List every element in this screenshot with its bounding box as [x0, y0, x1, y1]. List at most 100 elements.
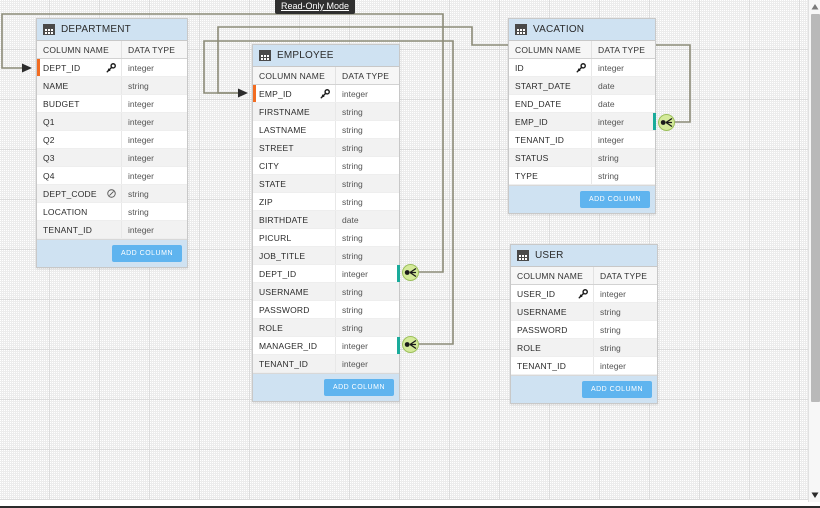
data-type-cell[interactable]: integer — [335, 265, 399, 282]
data-type-cell[interactable]: integer — [121, 149, 187, 166]
column-name-cell[interactable]: Q3 — [37, 149, 121, 166]
column-name-cell[interactable]: USER_ID — [511, 285, 593, 302]
column-name-cell[interactable]: END_DATE — [509, 95, 591, 112]
column-name-cell[interactable]: TENANT_ID — [511, 357, 593, 374]
data-type-cell[interactable]: string — [593, 339, 657, 356]
data-type-cell[interactable]: integer — [121, 59, 187, 76]
data-type-cell[interactable]: integer — [591, 131, 655, 148]
column-name-cell[interactable]: ROLE — [511, 339, 593, 356]
relation-endpoint-employee-dept-id[interactable] — [402, 264, 419, 281]
column-name-cell[interactable]: JOB_TITLE — [253, 247, 335, 264]
data-type-cell[interactable]: integer — [121, 113, 187, 130]
data-type-cell[interactable]: integer — [121, 95, 187, 112]
data-type-cell[interactable]: integer — [591, 113, 655, 130]
data-type-cell[interactable]: integer — [591, 59, 655, 76]
vertical-scrollbar-thumb[interactable] — [811, 14, 820, 402]
scroll-up-icon[interactable] — [811, 3, 819, 11]
data-type-cell[interactable]: date — [591, 77, 655, 94]
column-name-cell[interactable]: LASTNAME — [253, 121, 335, 138]
add-column-button[interactable]: ADD COLUMN — [111, 245, 182, 262]
data-type-cell[interactable]: string — [335, 175, 399, 192]
column-name-cell[interactable]: FIRSTNAME — [253, 103, 335, 120]
scroll-down-icon[interactable] — [811, 491, 819, 499]
column-name-cell[interactable]: USERNAME — [511, 303, 593, 320]
table-header-user[interactable]: USER — [511, 245, 657, 267]
data-type-cell[interactable]: string — [335, 121, 399, 138]
data-type-cell[interactable]: date — [335, 211, 399, 228]
table-header-employee[interactable]: EMPLOYEE — [253, 45, 399, 67]
table-header-department[interactable]: DEPARTMENT — [37, 19, 187, 41]
column-name-cell[interactable]: BUDGET — [37, 95, 121, 112]
data-type-cell[interactable]: string — [335, 319, 399, 336]
data-type-cell[interactable]: string — [335, 139, 399, 156]
data-type-cell[interactable]: string — [593, 321, 657, 338]
data-type-cell[interactable]: integer — [121, 167, 187, 184]
column-name-cell[interactable]: STATUS — [509, 149, 591, 166]
data-type-cell[interactable]: string — [335, 283, 399, 300]
column-name-cell[interactable]: Q4 — [37, 167, 121, 184]
column-name-cell[interactable]: DEPT_ID — [37, 59, 121, 76]
data-type-cell[interactable]: string — [593, 303, 657, 320]
column-name-cell[interactable]: DEPT_ID — [253, 265, 335, 282]
add-column-button[interactable]: ADD COLUMN — [579, 191, 650, 208]
vertical-scrollbar[interactable] — [808, 0, 820, 502]
relation-endpoint-vacation-emp-id[interactable] — [658, 114, 675, 131]
data-type-cell[interactable]: integer — [121, 131, 187, 148]
column-name-cell[interactable]: DEPT_CODE — [37, 185, 121, 202]
column-name-cell[interactable]: NAME — [37, 77, 121, 94]
add-column-button[interactable]: ADD COLUMN — [323, 379, 394, 396]
data-type-cell[interactable]: integer — [593, 285, 657, 302]
data-type-cell[interactable]: string — [335, 229, 399, 246]
column-name-cell[interactable]: EMP_ID — [509, 113, 591, 130]
column-name-cell[interactable]: Q2 — [37, 131, 121, 148]
data-type-cell[interactable]: integer — [335, 337, 399, 354]
column-name-cell[interactable]: MANAGER_ID — [253, 337, 335, 354]
data-type-cell[interactable]: string — [335, 301, 399, 318]
column-name-cell[interactable]: EMP_ID — [253, 85, 335, 102]
column-name-cell[interactable]: PASSWORD — [253, 301, 335, 318]
column-name-cell[interactable]: BIRTHDATE — [253, 211, 335, 228]
column-name-cell[interactable]: LOCATION — [37, 203, 121, 220]
column-name-cell[interactable]: START_DATE — [509, 77, 591, 94]
column-name-cell[interactable]: CITY — [253, 157, 335, 174]
data-type-cell[interactable]: string — [335, 103, 399, 120]
data-type-cell[interactable]: string — [335, 193, 399, 210]
data-type-cell[interactable]: integer — [121, 221, 187, 238]
column-name-cell[interactable]: TYPE — [509, 167, 591, 184]
